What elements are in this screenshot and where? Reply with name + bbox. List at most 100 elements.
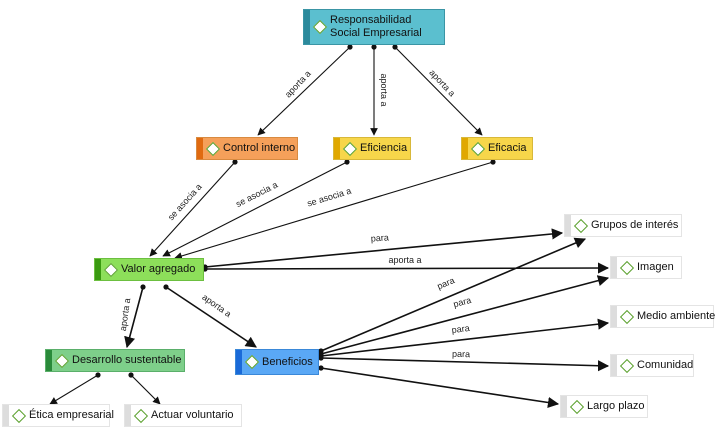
diamond-icon — [470, 141, 486, 156]
node-label: Ética empresarial — [29, 409, 114, 421]
node-label: Responsabilidad Social Empresarial — [330, 14, 422, 39]
edge-line — [394, 46, 483, 136]
node-label: Grupos de interés — [591, 219, 679, 231]
diamond-icon — [573, 218, 589, 233]
edge-desarrollo-etica — [49, 372, 101, 405]
node-color-stripe — [95, 259, 101, 280]
node-color-stripe — [462, 138, 468, 159]
diamond-icon — [54, 353, 70, 368]
edge-valor-desarrollo: aporta a — [118, 284, 146, 349]
edge-origin-dot — [140, 284, 146, 290]
node-color-stripe — [611, 257, 617, 278]
node-label: Actuar voluntario — [151, 409, 234, 421]
edge-label: aporta a — [283, 68, 313, 99]
node-color-stripe — [3, 405, 9, 426]
node-label: Beneficios — [262, 355, 313, 368]
node-color-stripe — [611, 306, 617, 327]
node-label: Eficiencia — [360, 142, 408, 154]
edge-label: se asocia a — [234, 180, 279, 210]
concept-node-actuar[interactable]: Actuar voluntario — [124, 404, 242, 427]
node-label: Largo plazo — [587, 400, 645, 412]
node-label: Comunidad — [637, 359, 694, 371]
concept-node-valor[interactable]: Valor agregado — [94, 258, 204, 281]
edge-beneficios-imagen: para — [318, 275, 610, 357]
diamond-icon — [342, 141, 358, 156]
edge-label: aporta a — [118, 298, 132, 332]
node-color-stripe — [561, 396, 567, 417]
edge-label: aporta a — [379, 73, 389, 106]
edge-eficiencia-valor: se asocia a — [162, 159, 350, 257]
edge-origin-dot — [232, 159, 238, 165]
edge-label: para — [452, 349, 470, 359]
node-label: Imagen — [637, 261, 674, 273]
edge-rse-control: aporta a — [257, 44, 353, 136]
concept-node-medio[interactable]: Medio ambiente — [610, 305, 716, 328]
concept-node-eficiencia[interactable]: Eficiencia — [333, 137, 411, 160]
edge-line — [204, 262, 610, 274]
edge-line — [320, 357, 610, 372]
edge-label: aporta a — [200, 292, 233, 319]
node-label: Eficacia — [488, 142, 527, 154]
edge-origin-dot — [163, 284, 169, 290]
concept-node-comunidad[interactable]: Comunidad — [610, 354, 694, 377]
edge-label: para — [451, 323, 470, 335]
edge-line — [130, 374, 161, 405]
concept-node-rse[interactable]: Responsabilidad Social Empresarial — [303, 9, 445, 45]
diamond-icon — [619, 309, 635, 324]
edge-beneficios-medio: para — [318, 318, 610, 359]
diamond-icon — [312, 19, 328, 35]
node-color-stripe — [197, 138, 203, 159]
edge-origin-dot — [318, 365, 324, 371]
diamond-icon — [205, 141, 221, 156]
edge-line — [204, 228, 564, 268]
node-label: Control interno — [223, 142, 296, 154]
concept-node-control[interactable]: Control interno — [196, 137, 298, 160]
diamond-icon — [619, 260, 635, 275]
node-color-stripe — [565, 215, 571, 236]
node-label: Medio ambiente — [637, 310, 716, 322]
node-label: Valor agregado — [121, 263, 196, 275]
node-color-stripe — [304, 10, 310, 44]
concept-node-beneficios[interactable]: Beneficios — [235, 349, 319, 375]
edge-line — [320, 275, 610, 355]
edge-line — [162, 161, 348, 257]
edge-origin-dot — [392, 44, 398, 50]
concept-node-largo[interactable]: Largo plazo — [560, 395, 648, 418]
concept-node-eficacia[interactable]: Eficacia — [461, 137, 533, 160]
edge-origin-dot — [95, 372, 101, 378]
edge-label: se asocia a — [166, 182, 204, 223]
diamond-icon — [619, 358, 635, 373]
edge-line — [320, 367, 560, 409]
edge-line — [149, 161, 236, 257]
edge-rse-eficacia: aporta a — [392, 44, 483, 136]
edge-label: se asocia a — [306, 186, 352, 209]
edge-line — [124, 286, 144, 349]
diamond-icon — [103, 262, 119, 277]
node-label: Desarrollo sustentable — [72, 354, 182, 366]
node-color-stripe — [611, 355, 617, 376]
edge-line — [174, 161, 494, 260]
concept-node-imagen[interactable]: Imagen — [610, 256, 682, 279]
edge-beneficios-largo — [318, 365, 560, 409]
node-color-stripe — [334, 138, 340, 159]
edge-origin-dot — [371, 44, 377, 50]
concept-node-grupos[interactable]: Grupos de interés — [564, 214, 682, 237]
edge-line — [257, 46, 351, 136]
node-color-stripe — [236, 350, 242, 374]
edge-origin-dot — [344, 159, 350, 165]
edge-label: aporta a — [388, 255, 421, 265]
edge-line — [49, 374, 99, 405]
edge-beneficios-grupos: para — [318, 237, 587, 354]
edge-label: para — [370, 232, 389, 243]
edge-valor-beneficios: aporta a — [163, 284, 257, 348]
edge-control-valor: se asocia a — [149, 159, 238, 257]
diamond-icon — [11, 408, 27, 423]
node-color-stripe — [125, 405, 131, 426]
edge-rse-eficiencia: aporta a — [370, 44, 389, 136]
edge-label: para — [452, 295, 472, 309]
edge-label: para — [436, 275, 456, 291]
concept-node-etica[interactable]: Ética empresarial — [2, 404, 114, 427]
concept-node-desarrollo[interactable]: Desarrollo sustentable — [45, 349, 185, 372]
edge-line — [320, 237, 587, 352]
